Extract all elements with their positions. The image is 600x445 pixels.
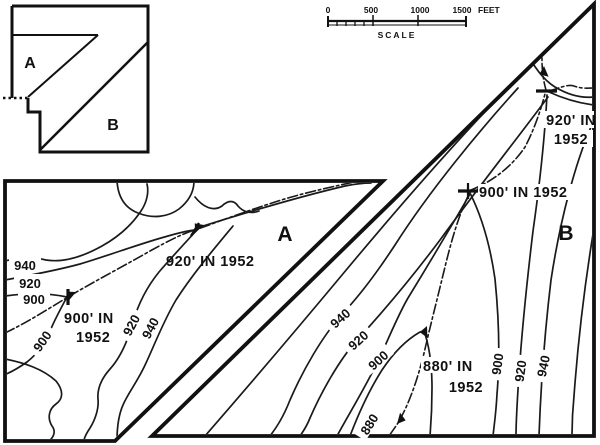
contour-900-east-limb [469,192,500,434]
migration-arrow [194,223,204,233]
inset-band-diagonal-1 [27,34,99,98]
contour-label-920: 920 [14,274,46,291]
label-mask [116,307,144,342]
scale-unit-label: FEET [478,5,501,15]
contour-920-ne-limb [548,91,592,106]
label-mask [531,348,553,383]
contour-900-west-limb [336,193,471,434]
label-mask [446,378,488,394]
contour-940-return-limb [116,225,234,439]
label-mask [340,323,374,356]
contour-far-east-line [571,227,592,434]
scale-label-1000: 1000 [411,5,430,15]
migration-arrow [397,412,406,424]
panel-a: 940 920 900 900 920 940 920' IN 1952 900… [3,179,388,443]
panel-a-letter: A [277,223,292,246]
contour-label-940-east-rotated: 940 [531,348,553,383]
knickpoint-annotation-900-line1: 900' IN [64,311,114,327]
panel-b: 940 920 900 900 920 940 880 920 [147,0,596,441]
knickpoint-annotation-900-line2: 1952 [76,330,110,346]
label-mask [9,256,41,270]
knickpoint-annotation-920-line2: 1952 [554,132,588,148]
label-mask [509,354,529,388]
contour-label-940: 940 [9,256,41,273]
knickpoint-annotation-920: 920' IN 1952 [544,111,596,148]
label-mask [353,406,383,441]
contour-940-east-line [538,119,592,434]
valley-head-hook-contour [523,46,592,99]
inset-label-a: A [24,55,36,72]
migration-arrow [539,66,549,77]
scale-bar: 0 500 1000 1500 FEET SCALE [326,5,501,40]
panel-b-border [147,0,596,438]
valley-head-hook-contour [116,183,195,218]
contour-label-900-rotated: 900 [26,323,57,358]
contour-940-west-limb [269,87,519,434]
label-mask [135,310,163,345]
label-mask [549,130,593,147]
label-mask [14,274,46,288]
stream-dash-dot-line [7,183,355,334]
contour-900-return-limb [7,296,68,376]
contour-920-west-limb [299,96,549,434]
panel-a-border [3,179,388,443]
label-mask [486,347,506,381]
svg-text:940: 940 [534,354,553,378]
contour-920-east-limb [515,94,548,434]
scale-label-1500: 1500 [453,5,472,15]
contour-label-900: 900 [18,290,50,307]
label-mask [478,184,578,200]
contour-label-920-rotated: 920 [340,323,374,356]
inset-label-b: B [107,117,119,134]
label-mask [18,290,50,304]
svg-text:900: 900 [23,292,45,307]
svg-text:920: 920 [512,359,530,383]
label-mask [322,301,356,334]
contour-label-900-east-rotated: 900 [486,347,507,381]
contour-label-920-east-rotated: 920 [509,354,530,388]
inset-key-map: A B [3,4,150,154]
inset-outline [10,4,150,154]
knickpoint-annotation-900: 900' IN 1952 [478,184,578,201]
label-mask [360,343,394,376]
panel-b-letter: B [558,222,573,245]
contour-label-940-rotated: 940 [322,301,356,334]
knickpoint-annotation-880-line2: 1952 [449,380,483,396]
label-mask [544,111,594,128]
contour-label-900-rotated: 900 [360,343,394,376]
svg-text:920: 920 [19,276,41,291]
knickpoint-annotation-920: 920' IN 1952 [166,254,254,270]
inset-band-diagonal-2 [39,41,149,151]
svg-text:940: 940 [14,258,36,273]
scale-label-500: 500 [364,5,378,15]
migration-arrow [419,326,428,338]
scale-caption: SCALE [378,30,417,40]
knickpoint-annotation-880-line1: 880' IN [423,359,473,375]
scale-label-0: 0 [326,5,331,15]
svg-text:900: 900 [489,352,507,376]
svg-text:900' IN 1952: 900' IN 1952 [479,185,567,201]
knickpoint-annotation-880: 880' IN 1952 [421,357,488,396]
contour-880-west-limb [349,330,425,434]
label-mask [421,357,479,373]
contour-bottom-wiggly-line [7,358,63,439]
contour-920-return-limb [83,230,197,439]
contour-880-east-limb [423,330,433,434]
label-mask [26,323,57,358]
migration-arrow [66,291,76,301]
contour-920-line [7,229,197,281]
stream-dash-dot-line [388,44,547,434]
stream-branch-dash-dot-line [548,84,592,92]
knickpoint-annotation-920-line1: 920' IN [546,113,596,129]
